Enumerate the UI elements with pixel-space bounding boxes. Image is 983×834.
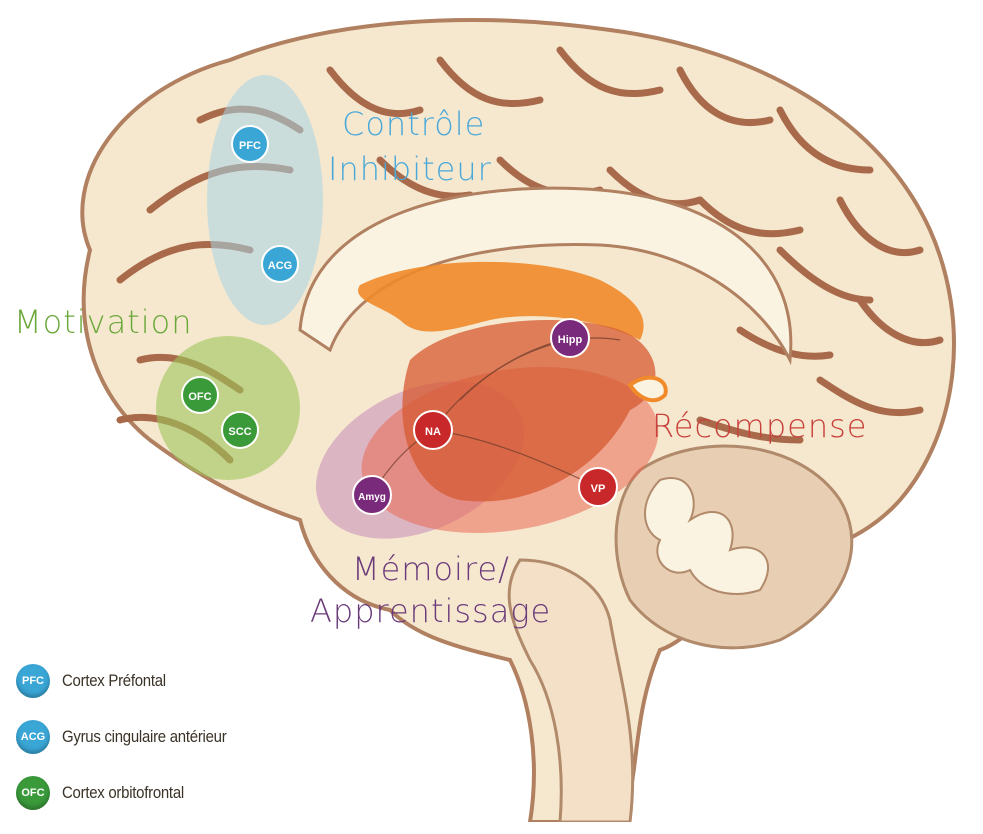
node-hipp: Hipp bbox=[551, 319, 589, 357]
control-zone bbox=[207, 75, 323, 325]
legend-label-acg: Gyrus cingulaire antérieur bbox=[62, 727, 226, 747]
svg-text:Amyg: Amyg bbox=[358, 492, 386, 503]
motivation-zone bbox=[156, 336, 300, 480]
region-control-line2: Inhibiteur bbox=[328, 150, 492, 188]
legend-badge-acg: ACG bbox=[16, 720, 50, 754]
legend-item-pfc: PFC Cortex Préfontal bbox=[16, 666, 436, 696]
node-amyg: Amyg bbox=[353, 476, 391, 514]
node-na: NA bbox=[414, 411, 452, 449]
node-acg: ACG bbox=[262, 246, 298, 282]
region-memory-line2: Apprentissage bbox=[310, 592, 551, 630]
legend-label-pfc: Cortex Préfontal bbox=[62, 671, 166, 691]
svg-text:PFC: PFC bbox=[239, 140, 261, 152]
legend-label-ofc: Cortex orbitofrontal bbox=[62, 783, 184, 803]
legend-item-ofc: OFC Cortex orbitofrontal bbox=[16, 778, 436, 808]
region-memory-line1: Mémoire/ bbox=[352, 550, 510, 588]
cerebellum bbox=[616, 446, 852, 648]
region-reward: Récompense bbox=[652, 407, 867, 445]
node-scc: SCC bbox=[222, 412, 258, 448]
legend: PFC Cortex Préfontal ACG Gyrus cingulair… bbox=[16, 666, 436, 834]
svg-text:OFC: OFC bbox=[188, 391, 211, 403]
region-motivation: Motivation bbox=[14, 303, 192, 341]
legend-item-acg: ACG Gyrus cingulaire antérieur bbox=[16, 722, 436, 752]
svg-text:ACG: ACG bbox=[268, 260, 292, 272]
node-pfc: PFC bbox=[232, 126, 268, 162]
node-ofc: OFC bbox=[182, 377, 218, 413]
svg-text:Hipp: Hipp bbox=[558, 334, 583, 346]
svg-text:VP: VP bbox=[591, 483, 606, 495]
svg-text:NA: NA bbox=[425, 426, 441, 438]
svg-text:SCC: SCC bbox=[228, 426, 251, 438]
legend-badge-ofc: OFC bbox=[16, 776, 50, 810]
legend-badge-pfc: PFC bbox=[16, 664, 50, 698]
node-vp: VP bbox=[579, 468, 617, 506]
region-control-line1: Contrôle bbox=[342, 105, 485, 143]
